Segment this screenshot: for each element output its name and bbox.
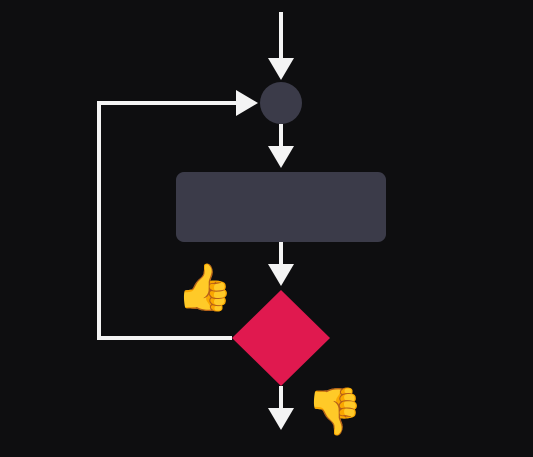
- process-box: [176, 172, 386, 242]
- merge-to-process-arrow: [268, 124, 294, 168]
- exit-arrow: [268, 386, 294, 430]
- thumbs-up-icon: 👍: [176, 260, 234, 314]
- entry-arrow: [268, 12, 294, 80]
- loop-back-arrow: [97, 90, 258, 340]
- thumbs-down-icon: 👎: [306, 384, 364, 438]
- process-to-decision-arrow: [268, 242, 294, 286]
- decision-diamond: [232, 290, 330, 386]
- merge-node: [260, 82, 302, 124]
